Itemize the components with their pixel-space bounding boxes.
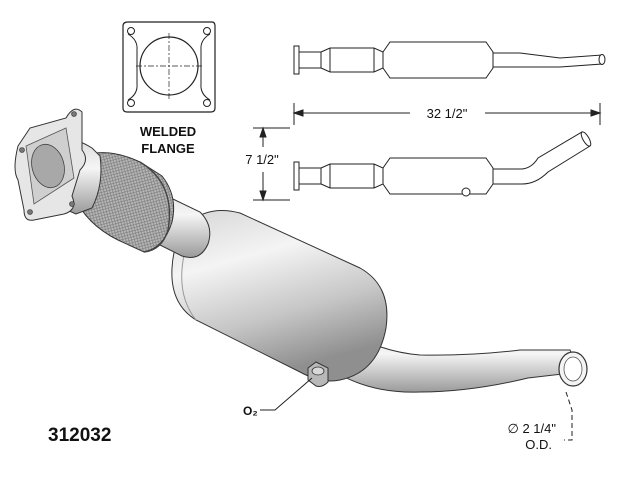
o2-leader-line <box>260 377 313 411</box>
flange-plate-contour <box>127 33 211 101</box>
diameter-label: ∅ 2 1/4" <box>508 421 557 436</box>
flange-detail <box>122 21 216 113</box>
part-number: 312032 <box>48 425 111 446</box>
height-dimension <box>253 126 290 202</box>
catalytic-converter <box>14 108 588 393</box>
converter-body <box>171 210 388 382</box>
inlet-flange-bolt-holes <box>19 111 77 215</box>
top-view <box>293 41 606 79</box>
height-dimension-label: 7 1/2" <box>245 152 279 167</box>
diameter-unit-label: O.D. <box>525 437 552 452</box>
length-dimension-label: 32 1/2" <box>427 106 468 121</box>
diameter-leader-line <box>564 391 573 441</box>
o2-label: O₂ <box>243 404 258 418</box>
side-view <box>293 131 592 197</box>
flange-bolt-holes <box>127 27 211 107</box>
length-dimension <box>292 103 602 125</box>
flange-label-line1: WELDED <box>140 124 196 139</box>
flange-label-line2: FLANGE <box>141 141 195 156</box>
